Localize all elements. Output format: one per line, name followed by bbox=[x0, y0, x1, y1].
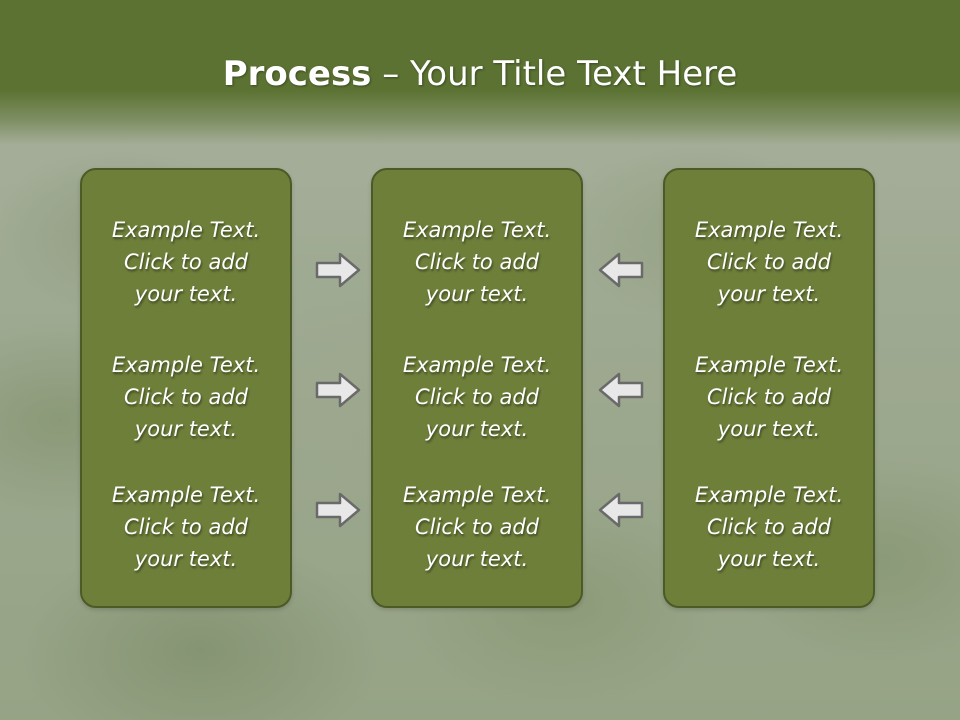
arrow-right-icon bbox=[315, 492, 361, 528]
process-panel-left[interactable]: Example Text. Click to add your text. Ex… bbox=[80, 168, 292, 608]
panel-text-block[interactable]: Example Text. Click to add your text. bbox=[665, 349, 873, 445]
panel-text-line: your text. bbox=[425, 547, 529, 571]
panel-text-line: Example Text. bbox=[111, 353, 261, 377]
arrow-left-icon bbox=[598, 252, 644, 288]
panel-text-line: Example Text. bbox=[694, 218, 844, 242]
panel-text-line: Click to add bbox=[706, 250, 831, 274]
panel-text-line: Click to add bbox=[414, 385, 539, 409]
panel-text-line: Example Text. bbox=[694, 483, 844, 507]
title-bold-text: Process bbox=[222, 54, 372, 94]
panel-text-line: Example Text. bbox=[111, 218, 261, 242]
panel-text-line: your text. bbox=[425, 282, 529, 306]
panel-text-block[interactable]: Example Text. Click to add your text. bbox=[82, 214, 290, 310]
arrow-right-icon bbox=[315, 372, 361, 408]
panel-text-line: Click to add bbox=[414, 250, 539, 274]
panel-text-line: Example Text. bbox=[402, 218, 552, 242]
panel-text-line: Example Text. bbox=[111, 483, 261, 507]
title-rest-text: – Your Title Text Here bbox=[371, 54, 738, 94]
panel-text-line: Click to add bbox=[123, 385, 248, 409]
panel-text-block[interactable]: Example Text. Click to add your text. bbox=[665, 214, 873, 310]
panel-text-block[interactable]: Example Text. Click to add your text. bbox=[665, 479, 873, 575]
panel-text-block[interactable]: Example Text. Click to add your text. bbox=[82, 349, 290, 445]
panel-text-line: Click to add bbox=[123, 515, 248, 539]
panel-text-line: Click to add bbox=[706, 385, 831, 409]
panel-text-block[interactable]: Example Text. Click to add your text. bbox=[82, 479, 290, 575]
panel-text-block[interactable]: Example Text. Click to add your text. bbox=[373, 214, 581, 310]
panel-text-line: Example Text. bbox=[694, 353, 844, 377]
slide-title[interactable]: Process – Your Title Text Here bbox=[0, 52, 960, 96]
panel-text-block[interactable]: Example Text. Click to add your text. bbox=[373, 349, 581, 445]
panel-text-line: your text. bbox=[717, 547, 821, 571]
arrow-left-icon bbox=[598, 372, 644, 408]
panel-text-line: your text. bbox=[134, 417, 238, 441]
panel-text-line: your text. bbox=[134, 282, 238, 306]
panel-text-line: Click to add bbox=[123, 250, 248, 274]
panel-text-line: Click to add bbox=[414, 515, 539, 539]
process-panel-center[interactable]: Example Text. Click to add your text. Ex… bbox=[371, 168, 583, 608]
arrow-right-icon bbox=[315, 252, 361, 288]
arrow-left-icon bbox=[598, 492, 644, 528]
panel-text-line: your text. bbox=[134, 547, 238, 571]
title-bar bbox=[0, 0, 960, 145]
panel-text-block[interactable]: Example Text. Click to add your text. bbox=[373, 479, 581, 575]
process-panel-right[interactable]: Example Text. Click to add your text. Ex… bbox=[663, 168, 875, 608]
panel-text-line: Click to add bbox=[706, 515, 831, 539]
panel-text-line: Example Text. bbox=[402, 353, 552, 377]
panel-text-line: your text. bbox=[425, 417, 529, 441]
panel-text-line: Example Text. bbox=[402, 483, 552, 507]
panel-text-line: your text. bbox=[717, 282, 821, 306]
panel-text-line: your text. bbox=[717, 417, 821, 441]
